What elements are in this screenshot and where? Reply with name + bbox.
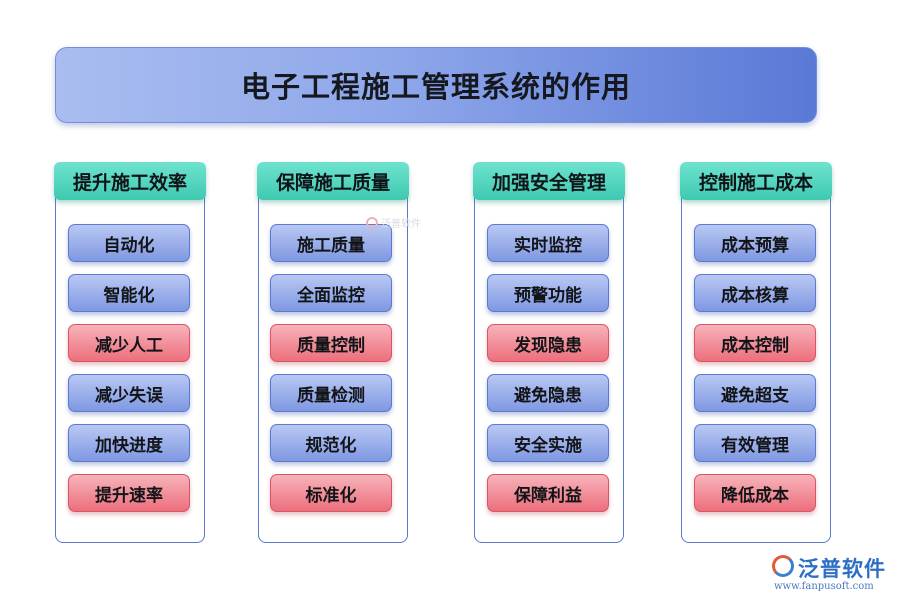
item-box: 有效管理 <box>694 424 816 462</box>
column-header-safety: 加强安全管理 <box>473 162 625 200</box>
highlight-item-box: 标准化 <box>270 474 392 512</box>
item-box: 加快进度 <box>68 424 190 462</box>
item-box: 施工质量 <box>270 224 392 262</box>
page-title: 电子工程施工管理系统的作用 <box>240 70 631 104</box>
item-box: 自动化 <box>68 224 190 262</box>
title-banner: 电子工程施工管理系统的作用 <box>55 47 817 123</box>
item-box: 安全实施 <box>487 424 609 462</box>
brand-swirl-icon <box>772 555 794 577</box>
highlight-item-box: 减少人工 <box>68 324 190 362</box>
brand-logo: 泛普软件 www.fanpusoft.com <box>772 553 892 597</box>
item-box: 智能化 <box>68 274 190 312</box>
highlight-item-box: 提升速率 <box>68 474 190 512</box>
brand-name: 泛普软件 <box>798 557 886 581</box>
column-header-quality: 保障施工质量 <box>257 162 409 200</box>
item-box: 实时监控 <box>487 224 609 262</box>
item-box: 成本预算 <box>694 224 816 262</box>
item-box: 避免超支 <box>694 374 816 412</box>
highlight-item-box: 成本控制 <box>694 324 816 362</box>
highlight-item-box: 降低成本 <box>694 474 816 512</box>
item-box: 质量检测 <box>270 374 392 412</box>
item-box: 避免隐患 <box>487 374 609 412</box>
highlight-item-box: 质量控制 <box>270 324 392 362</box>
item-box: 全面监控 <box>270 274 392 312</box>
item-box: 预警功能 <box>487 274 609 312</box>
item-box: 减少失误 <box>68 374 190 412</box>
item-box: 成本核算 <box>694 274 816 312</box>
brand-url: www.fanpusoft.com <box>774 581 874 592</box>
column-header-efficiency: 提升施工效率 <box>54 162 206 200</box>
watermark-text: 泛普软件 <box>381 219 421 230</box>
column-header-cost: 控制施工成本 <box>680 162 832 200</box>
watermark-logo-icon <box>366 216 378 229</box>
watermark: 泛普软件 <box>366 215 421 230</box>
highlight-item-box: 保障利益 <box>487 474 609 512</box>
highlight-item-box: 发现隐患 <box>487 324 609 362</box>
item-box: 规范化 <box>270 424 392 462</box>
